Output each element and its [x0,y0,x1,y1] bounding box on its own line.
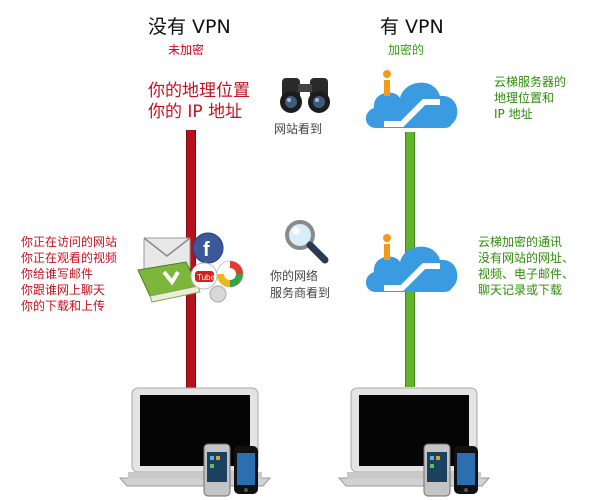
vpn-server-line: 云梯服务器的 [494,75,567,89]
encrypted-traffic-line: 聊天记录或下载 [478,283,563,297]
activity-item: 你正在观看的视频 [21,251,118,265]
vpn-server-label: 云梯服务器的 地理位置和 IP 地址 [494,74,566,122]
isp-see-line: 你的网络 [270,269,319,283]
isp-see-line: 服务商看到 [270,286,331,300]
phones-icon [203,443,258,497]
isp-see-label: 你的网络 服务商看到 [270,268,330,302]
activity-item: 你正在访问的网站 [21,235,118,249]
magnifier-icon [285,220,329,264]
activity-item: 你跟谁网上聊天 [21,283,106,297]
cloud-escalator-icon [365,234,458,292]
phones-icon [423,443,478,497]
svg-text:Tube: Tube [197,273,215,282]
cloud-escalator-icon [365,70,458,128]
activity-item: 你给谁写邮件 [21,267,94,281]
user-ip-line: 你的 IP 地址 [148,102,243,122]
vpn-server-line: 地理位置和 [494,91,555,105]
vpn-server-line: IP 地址 [494,107,533,121]
activity-item: 你的下载和上传 [21,299,106,313]
user-activity-list: 你正在访问的网站 你正在观看的视频 你给谁写邮件 你跟谁网上聊天 你的下载和上传 [21,234,117,314]
encrypted-traffic-line: 视频、电子邮件、 [478,267,575,281]
no-vpn-title: 没有 VPN [148,16,231,38]
vpn-title: 有 VPN [380,16,444,38]
user-location-label: 你的地理位置 你的 IP 地址 [148,81,250,123]
svg-text:f: f [203,239,210,261]
binoculars-icon [280,78,330,113]
user-location-line: 你的地理位置 [148,81,250,101]
encrypted-traffic-line: 云梯加密的通讯 [478,235,563,249]
websites-see-label: 网站看到 [274,122,323,136]
encrypted-traffic-line: 没有网站的网址、 [478,251,575,265]
vpn-status: 加密的 [388,43,425,57]
social-apps-icon: f Tube [137,232,244,303]
encrypted-traffic-label: 云梯加密的通讯 没有网站的网址、 视频、电子邮件、 聊天记录或下载 [478,234,574,298]
no-vpn-status: 未加密 [168,43,205,57]
